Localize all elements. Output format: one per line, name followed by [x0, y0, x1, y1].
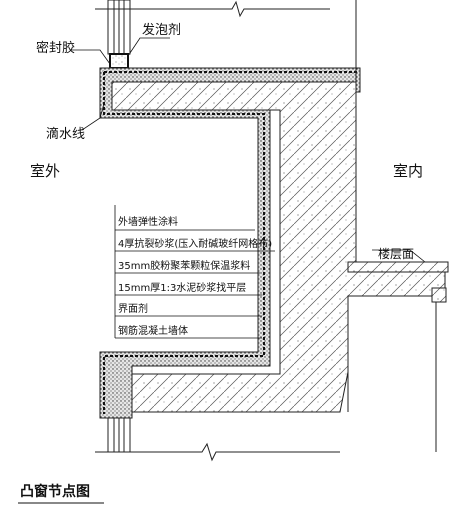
sealant-label: 密封胶 — [36, 40, 75, 56]
layer-item-1: 外墙弹性涂料 — [118, 215, 178, 228]
drip-line-label: 滴水线 — [46, 126, 85, 142]
foam-sealant-box — [109, 53, 129, 69]
layer-item-6: 钢筋混凝土墙体 — [118, 324, 188, 337]
layer-item-4: 15mm厚1:3水泥砂浆找平层 — [118, 281, 246, 294]
top-break-line — [95, 0, 330, 18]
layer-item-2: 4厚抗裂砂浆(压入耐碱玻纤网格布) — [118, 237, 272, 250]
mesh-line — [103, 71, 358, 414]
layer-legend: 外墙弹性涂料 4厚抗裂砂浆(压入耐碱玻纤网格布) 35mm胶粉聚苯颗粒保温浆料 … — [114, 205, 275, 339]
layer-item-5: 界面剂 — [118, 302, 148, 315]
indoor-label: 室内 — [393, 162, 423, 180]
leader-lines — [70, 37, 426, 263]
foam-label: 发泡剂 — [142, 22, 181, 38]
drawing-title: 凸窗节点图 — [20, 483, 90, 500]
wall-edges — [347, 0, 437, 452]
layer-item-3: 35mm胶粉聚苯颗粒保温浆料 — [118, 259, 250, 272]
floor-slab — [347, 261, 449, 273]
upper-window-frame — [107, 0, 131, 55]
bottom-break-line — [95, 442, 340, 462]
floor-surface-label: 楼层面 — [378, 246, 414, 261]
outdoor-label: 室外 — [30, 162, 60, 180]
